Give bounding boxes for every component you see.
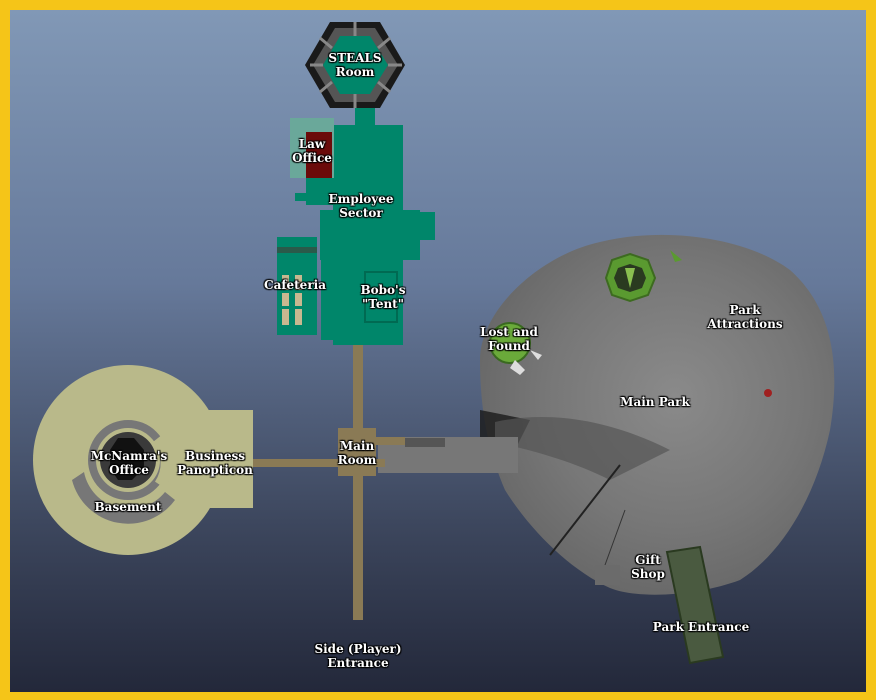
steals-room-structure [305,22,405,108]
law-office-structure [290,118,334,178]
main-park-area [480,234,835,595]
label-park-entrance: Park Entrance [652,620,750,634]
red-marker [764,389,772,397]
main-corridor-horizontal [235,459,385,467]
map-drawing [33,22,835,665]
label-bobos-tent: Bobo's "Tent" [360,283,406,311]
park-attractions-structure [604,250,682,303]
label-cafeteria: Cafeteria [264,278,326,292]
label-employee-sector: Employee Sector [328,192,394,220]
label-park-attractions: Park Attractions [707,303,783,331]
employee-sector-structure [295,100,435,345]
label-business-panopticon: Business Panopticon [177,449,253,477]
label-steals-room: STEALS Room [328,51,382,79]
lost-and-found-structure [489,322,542,375]
label-basement: Basement [94,500,162,514]
label-side-entrance: Side (Player) Entrance [314,642,402,670]
label-law-office: Law Office [292,137,332,165]
label-main-park: Main Park [620,395,690,409]
cafeteria-structure [277,237,317,335]
label-gift-shop: Gift Shop [631,553,665,581]
map-canvas: STEALS Room Law Office Employee Sector C… [10,10,866,692]
label-main-room: Main Room [337,439,377,467]
bobos-tent-structure [364,271,398,323]
mcnamras-office-structure [72,420,175,524]
main-room [338,428,376,476]
label-mcnamras-office: McNamra's Office [90,449,168,477]
label-lost-and-found: Lost and Found [480,325,538,353]
park-entrance-path [665,545,725,665]
